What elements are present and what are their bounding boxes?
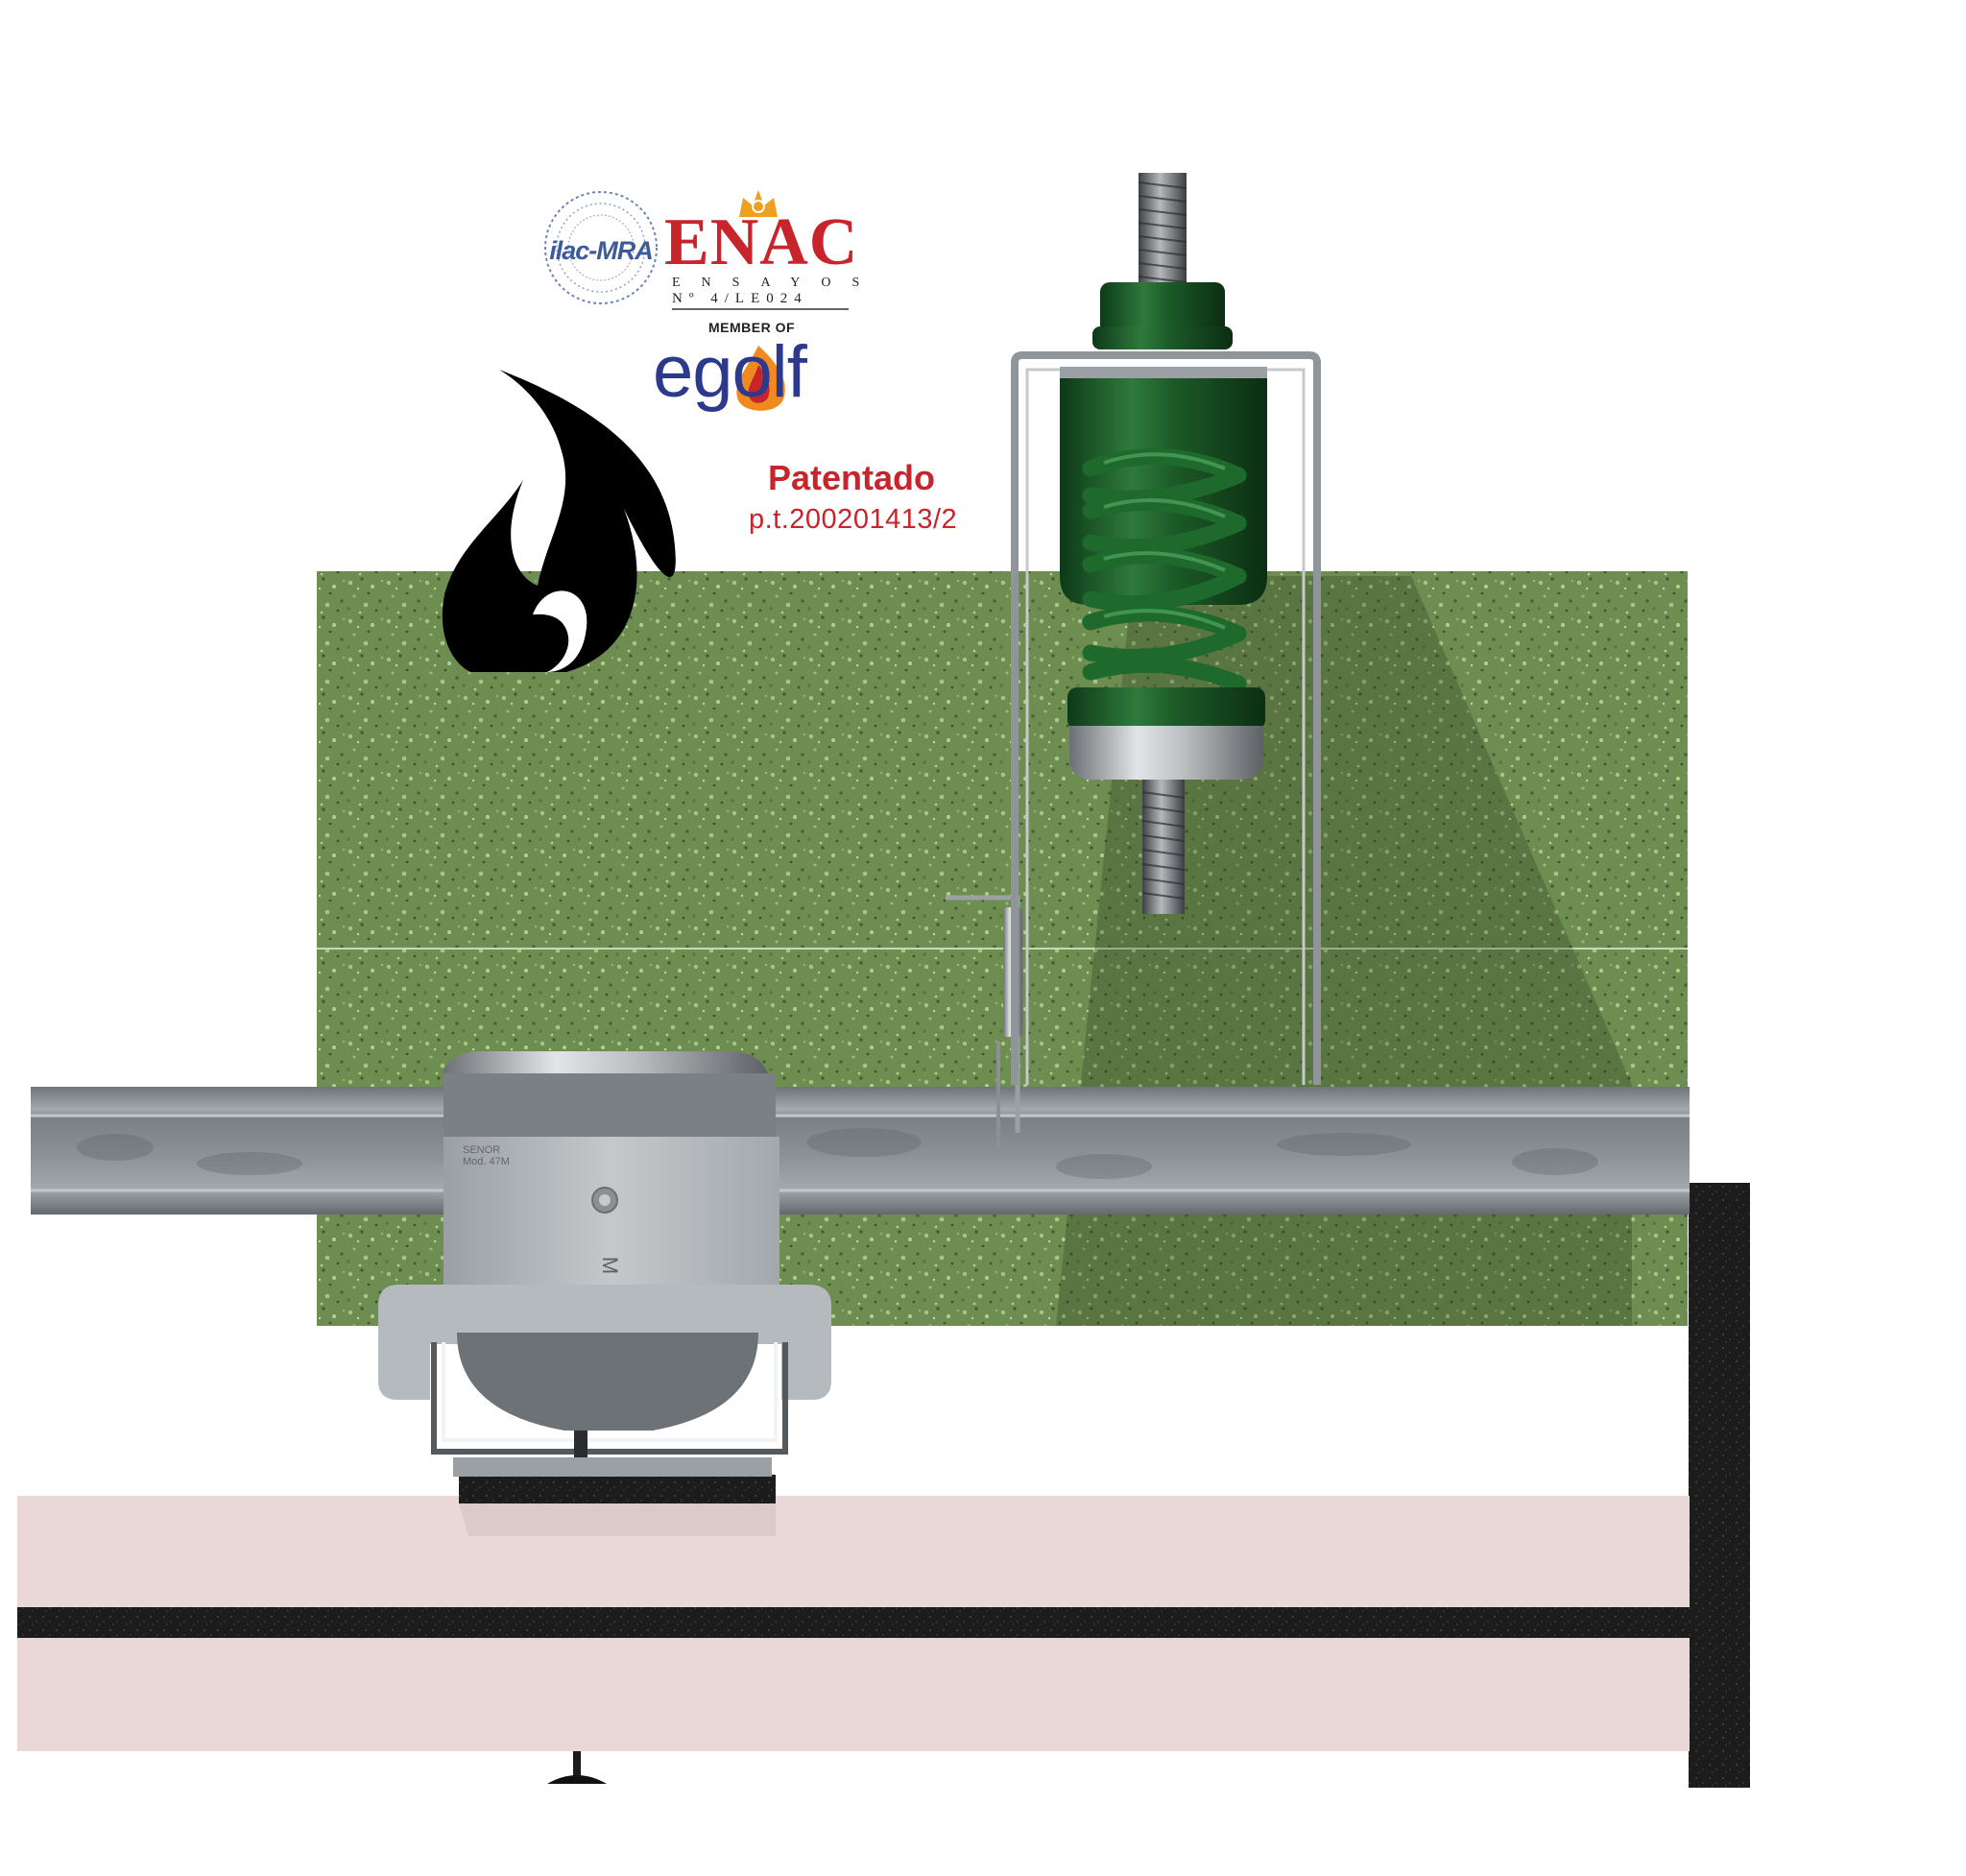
egolf-flame (736, 346, 785, 411)
rail-spangle (77, 1128, 1598, 1179)
patent-label: Patentado (768, 458, 936, 497)
fire-icon (442, 370, 676, 672)
member-of-label: MEMBER OF (708, 320, 796, 335)
rubber-interlayer (17, 1607, 1690, 1638)
patent-number: p.t.200201413/2 (749, 504, 958, 535)
ceiling-clip: M (378, 1051, 831, 1536)
spring-hanger (1011, 173, 1321, 1085)
clip-stamp: SENOR Mod. 47M (463, 1144, 539, 1167)
main-channel-rail (31, 1087, 1690, 1215)
enac-number: Nº 4/LE024 (672, 291, 808, 306)
clip-stamp-line2: Mod. 47M (463, 1156, 510, 1167)
screw-head (547, 1751, 607, 1784)
egolf-logo-text: egolf (653, 331, 807, 413)
clip-mark: M (598, 1257, 622, 1274)
enac-logo-text: ENAC (664, 205, 859, 279)
gypsum-board-lower (17, 1638, 1690, 1751)
ilac-logo-text: ilac-MRA (549, 236, 654, 265)
clip-stamp-line1: SENOR (463, 1144, 501, 1156)
gypsum-board-upper (17, 1496, 1690, 1607)
perimeter-rubber-band (1689, 1183, 1750, 1788)
enac-crown (739, 190, 778, 217)
ilac-seal (544, 191, 658, 304)
enac-subtitle: ENSAYOS (672, 276, 881, 290)
